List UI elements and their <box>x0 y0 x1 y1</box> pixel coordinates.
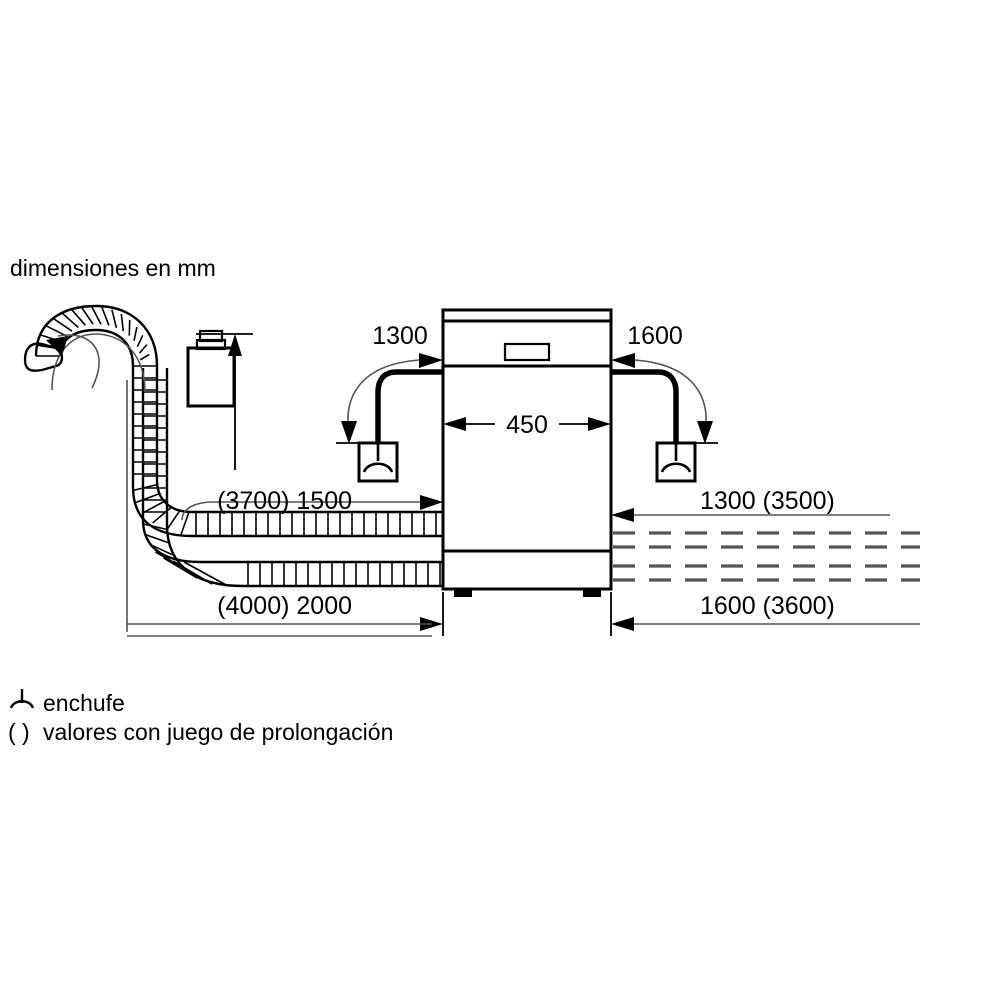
page-title: dimensiones en mm <box>10 255 216 281</box>
dimension-mid-left-label: (3700) 1500 <box>217 487 352 515</box>
corrugated-hose-lower <box>141 368 443 588</box>
hose-ribs-lower <box>143 379 441 587</box>
appliance-foot-right <box>583 589 601 597</box>
dimension-top-left: 1300 <box>336 322 443 444</box>
dimension-mid-right: 1300 (3500) <box>611 487 890 522</box>
appliance-width-label: 450 <box>506 411 548 439</box>
appliance-width-dimension: 450 <box>443 408 611 440</box>
hose-end-cap-icon <box>23 342 64 372</box>
legend: enchufe ( ) valores con juego de prolong… <box>8 689 393 745</box>
appliance-handle <box>503 342 551 362</box>
dimension-bottom-right: 1600 (3600) <box>610 592 920 636</box>
legend-socket-label: enchufe <box>43 690 125 716</box>
hose-guide-arc <box>51 333 146 393</box>
dimension-top-left-label: 1300 <box>372 322 428 350</box>
hose-ribs-upper <box>36 305 437 536</box>
dashed-hoses-right <box>613 531 920 582</box>
appliance-foot-left <box>454 589 472 597</box>
dimension-bottom-left: (4000) 2000 <box>127 592 444 637</box>
legend-parens-label: valores con juego de prolongación <box>43 719 393 745</box>
dimension-bottom-right-label: 1600 (3600) <box>700 592 835 620</box>
dimension-mid-right-label: 1300 (3500) <box>700 487 835 515</box>
legend-parens-symbol: ( ) <box>8 719 30 745</box>
appliance-dishwasher <box>441 308 613 597</box>
dimension-mid-left: (3700) 1500 <box>181 487 443 521</box>
power-cable-right <box>611 369 679 443</box>
socket-left[interactable] <box>357 441 399 483</box>
valve-height-arrow <box>196 333 253 470</box>
dimension-top-right-label: 1600 <box>627 322 683 350</box>
corrugated-hose-upper <box>23 304 443 538</box>
dimension-top-right: 1600 <box>611 322 718 444</box>
legend-socket-icon <box>9 689 35 709</box>
dimension-bottom-left-label: (4000) 2000 <box>217 592 352 620</box>
power-cable-left <box>375 369 443 443</box>
aquastop-valve-icon <box>186 329 236 408</box>
hose-rotation-arrow <box>46 334 100 389</box>
socket-right[interactable] <box>655 441 697 483</box>
